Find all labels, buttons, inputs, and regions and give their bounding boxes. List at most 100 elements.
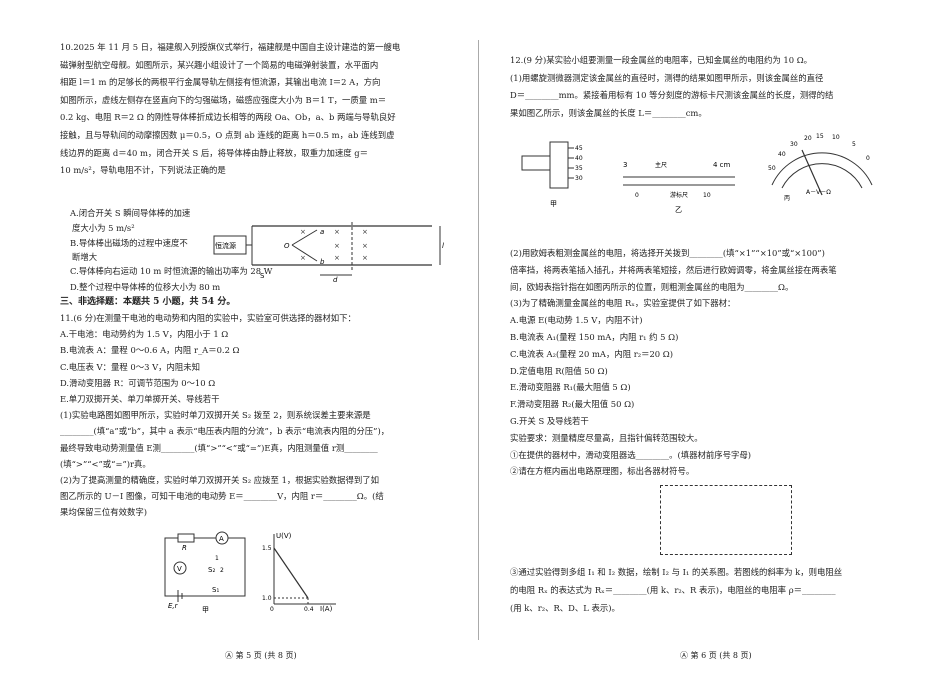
right.q12_b-line: E.滑动变阻器 R₁(最大阻值 5 Ω) [510,382,631,393]
right.q12-line: 果如图乙所示，则该金属丝的长度 L＝________cm。 [510,107,707,118]
y-tick-top: 1.5 [262,545,272,552]
micrometer-tick: 45 [575,145,583,152]
rheostat-label: R [182,544,187,552]
ohm-scale: 15 [816,133,824,140]
ohmmeter-figure: 50 40 30 20 15 10 5 0 A－V－Ω 丙 [762,130,882,214]
svg-text:×: × [334,228,340,236]
micrometer-tick: 35 [575,165,583,172]
left.q11-line: D.滑动变阻器 R：可调节范围为 0～10 Ω [60,377,216,388]
svg-text:×: × [300,254,306,262]
left.q11-line: 果均保留三位有效数字) [60,507,148,518]
left.q11-line: A.干电池：电动势约为 1.5 V，内阻小于 1 Ω [60,329,229,340]
vernier-10: 10 [703,192,711,199]
ohm-scale: 5 [852,141,856,148]
micrometer-tick: 40 [575,155,583,162]
left.q10-line: 磁弹射型航空母舰。如图所示，某兴趣小组设计了一个简易的电磁弹射装置，水平面内 [60,59,379,70]
rail-gun-figure: 恒流源 S O a b ×××× ×××× l d [212,220,452,286]
point-a-label: a [320,228,324,236]
ohm-scale: 40 [778,151,786,158]
caliper-figure: 3 主尺 4 cm 0 游标尺 10 乙 [615,155,745,219]
y-tick-bottom: 1.0 [262,595,272,602]
micrometer-tick: 30 [575,175,583,182]
right.q12_b-line: (3)为了精确测量金属丝的电阻 Rₓ，实验室提供了如下器材： [510,298,736,309]
right.q12_c-line: (用 k、r₂、R、D、L 表示)。 [510,603,620,613]
q10-option: C.导体棒向右运动 10 m 时恒流源的输出功率为 28 W [70,266,273,276]
switch-s1-label: S₁ [212,586,219,594]
ohm-scale: 0 [866,155,870,162]
terminal-1-label: 1 [215,555,219,562]
q10-option: D.整个过程中导体棒的位移大小为 80 m [70,282,221,292]
right.q12_b-line: (2)用欧姆表粗测金属丝的电阻，将选择开关拨到________(填“×1”“×1… [510,248,825,258]
meter-mode-label: A－V－Ω [806,189,831,196]
left.q11-line: (1)实验电路图如图甲所示，实验时单刀双掷开关 S₂ 拨至 2，则系统误差主要来… [60,410,371,421]
right.q12_b-line: B.电流表 A₁(量程 150 mA，内阻 r₁ 约 5 Ω) [510,332,679,342]
figure-caption-a: 甲 [202,606,209,614]
page-divider [478,40,479,640]
footer-left: Ⓐ 第 5 页 (共 8 页) [225,651,297,660]
vernier-0: 0 [635,192,639,199]
x-tick: 0.4 [304,606,314,613]
left.q10-line: 接触，且与导轨间的动摩擦因数 μ＝0.5，O 点到 ab 连线的距离 h＝0.5… [60,130,395,140]
x-axis-label: I(A) [320,605,333,613]
main-scale-label: 主尺 [655,161,667,169]
right.q12-line: D＝________mm。紧接着用标有 10 等分刻度的游标卡尺测该金属丝的长度… [510,90,834,100]
section-heading: 三、非选择题：本题共 5 小题，共 54 分。 [60,297,236,307]
svg-text:×: × [334,242,340,250]
distance-label: d [333,276,338,282]
left.q11-line: C.电压表 V：量程 0～3 V，内阻未知 [60,361,201,372]
right.q12_b-line: 间，欧姆表指针指在如图丙所示的位置，则粗测金属丝的电阻为________Ω。 [510,281,794,292]
origin-label: 0 [270,606,274,613]
caliper-3: 3 [623,161,627,169]
svg-text:×: × [300,228,306,236]
ui-graph-figure: U(V) I(A) 1.5 1.0 0 0.4 乙 [262,528,342,622]
left.q10-line: 10.2025 年 11 月 5 日，福建舰入列授旗仪式举行，福建舰是中国自主设… [60,42,401,52]
left.q10-line: 0.2 kg、电阻 R＝2 Ω 的刚性导体棒折成边长相等的两段 Oa、Ob，a、… [60,112,396,123]
q10-option: 度大小为 5 m/s² [72,223,135,233]
micrometer-figure: 45 40 35 30 甲 [520,138,590,214]
left.q11-line: 最终导致电动势测量值 E测________(填“>”“<”或“=”)E真，内阻测… [60,442,378,453]
q10-option: B.导体棒出磁场的过程中速度不 [70,238,188,248]
svg-text:×: × [334,254,340,262]
svg-text:×: × [362,228,368,236]
figure-caption-jia: 甲 [550,200,557,208]
source-label: 恒流源 [215,241,236,250]
right.q12_b-line: ①在提供的器材中，滑动变阻器选________。(填器材前序号字母) [510,449,752,460]
ohm-scale: 10 [832,134,840,141]
footer-right: Ⓐ 第 6 页 (共 8 页) [680,651,752,660]
point-o-label: O [284,242,290,250]
right.q12_b-line: D.定值电阻 R(阻值 50 Ω) [510,365,608,376]
caliper-4: 4 cm [713,161,731,169]
right.q12-line: 12.(9 分)某实验小组要测量一段金属丝的电阻率，已知金属丝的电阻约为 10 … [510,55,813,65]
voltmeter-label: V [177,565,182,573]
y-axis-label: U(V) [276,532,292,540]
vernier-label: 游标尺 [670,191,688,199]
left.q10-line: 10 m/s²，导轨电阻不计，下列说法正确的是 [60,165,226,176]
answer-box [660,485,792,555]
right.q12_b-line: A.电源 E(电动势 1.5 V，内阻不计) [510,315,643,326]
figure-caption-yi: 乙 [675,206,682,214]
point-b-label: b [320,258,325,266]
right.q12_c-line: 的电阻 Rₓ 的表达式为 Rₓ＝________(用 k、r₂、R 表示)，电阻… [510,585,836,595]
figure-caption-bing: 丙 [784,195,790,202]
left.q11-line: E.单刀双掷开关、单刀单掷开关、导线若干 [60,394,220,404]
right.q12-line: (1)用螺旋测微器测定该金属丝的直径时，测得的结果如图甲所示，则该金属丝的直径 [510,72,824,83]
svg-text:×: × [362,254,368,262]
right.q12_b-line: F.滑动变阻器 R₂(最大阻值 50 Ω) [510,399,635,410]
left.q11-line: B.电流表 A：量程 0～0.6 A，内阻 r_A＝0.2 Ω [60,345,240,356]
left.q11-line: (2)为了提高测量的精确度，实验时单刀双掷开关 S₂ 应拨至 1，根据实验数据得… [60,475,380,485]
terminal-2-label: 2 [220,567,224,574]
left.q10-line: 相距 l＝1 m 的足够长的两根平行金属导轨左侧接有恒流源，其输出电流 I＝2 … [60,77,381,88]
right.q12_b-line: 实验要求：测量精度尽量高，且指针偏转范围较大。 [510,432,703,443]
left.q11-line: 图乙所示的 U－I 图像，可知干电池的电动势 E＝________V，内阻 r＝… [60,491,384,502]
left.q11-line: (填“>”“<”或“=”)r真。 [60,458,151,469]
right.q12_b-line: ②请在方框内画出电路原理图，标出各器材符号。 [510,466,695,477]
circuit-figure-a: R A V S₂ 1 2 S₁ E,r 甲 [150,520,260,619]
q10-option: 断增大 [72,252,98,262]
left.q11-line: ________(填“a”或“b”，其中 a 表示“电压表内阻的分流”，b 表示… [60,426,390,437]
right.q12_c-line: ③通过实验得到多组 I₁ 和 I₂ 数据，绘制 I₂ 与 I₁ 的关系图。若图线… [510,567,843,577]
right.q12_b-line: 倍率挡，将两表笔插入插孔，并将两表笔短接，然后进行欧姆调零，将金属丝接在两表笔 [510,264,837,275]
ohm-scale: 20 [804,135,812,142]
ohm-scale: 30 [790,141,798,148]
switch-label: S [260,272,265,280]
right.q12_b-line: C.电流表 A₂(量程 20 mA，内阻 r₂＝20 Ω) [510,348,674,359]
